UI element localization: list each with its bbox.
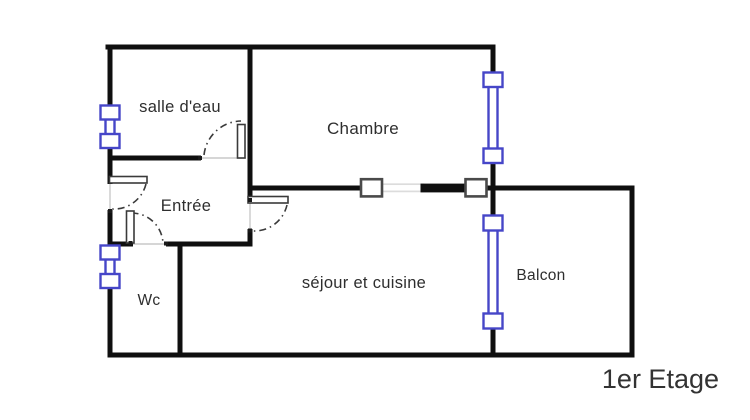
door-leaf-sejour bbox=[247, 195, 289, 204]
hinge-dot bbox=[108, 209, 112, 213]
hinge-dot bbox=[128, 241, 133, 245]
window-end-cap bbox=[482, 312, 504, 330]
window-icon-chambre bbox=[482, 71, 504, 165]
room-label-sejour-cuisine: séjour et cuisine bbox=[302, 274, 426, 292]
window-icon-wc bbox=[99, 244, 121, 290]
door-leaf-salledeau bbox=[236, 123, 246, 159]
door-swing-salledeau bbox=[203, 120, 242, 156]
window-end-cap bbox=[482, 214, 504, 232]
window-end-cap bbox=[482, 71, 504, 89]
door-leaf-entrance bbox=[108, 175, 148, 184]
room-label-entree: Entrée bbox=[161, 197, 211, 215]
room-label-balcon: Balcon bbox=[516, 267, 565, 284]
window-end-cap bbox=[99, 244, 121, 261]
hinge-dots bbox=[108, 156, 252, 246]
hinge-dot bbox=[164, 241, 168, 246]
window-end-cap bbox=[99, 272, 121, 290]
walls bbox=[105, 44, 635, 358]
door-leaf-wc bbox=[125, 210, 135, 244]
sliding-door-glazing bbox=[380, 183, 425, 193]
room-label-chambre: Chambre bbox=[327, 119, 399, 138]
french-window-icon-balcon bbox=[482, 214, 504, 330]
hinge-dot bbox=[198, 156, 202, 160]
window-frame bbox=[487, 222, 499, 322]
window-frame bbox=[487, 78, 499, 158]
window-end-cap bbox=[99, 104, 121, 121]
sliding-door-jamb-left bbox=[359, 177, 384, 198]
doors bbox=[108, 120, 289, 246]
door-swing-entrance bbox=[111, 183, 147, 210]
door-swing-sejour bbox=[253, 204, 288, 232]
room-labels: salle d'eau Chambre Entrée Wc séjour et … bbox=[138, 98, 566, 309]
window-end-cap bbox=[482, 147, 504, 165]
sliding-door-panel bbox=[420, 183, 468, 193]
floor-title: 1er Etage bbox=[602, 364, 719, 394]
windows bbox=[99, 71, 504, 330]
sliding-glazed-door bbox=[359, 177, 488, 198]
window-end-cap bbox=[99, 132, 121, 150]
hinge-dot bbox=[248, 228, 252, 233]
room-label-wc: Wc bbox=[138, 292, 161, 309]
door-swing-wc bbox=[131, 212, 164, 245]
sliding-door-jamb-right bbox=[464, 177, 488, 198]
window-icon-salledeau bbox=[99, 104, 121, 150]
room-label-salle-deau: salle d'eau bbox=[139, 98, 221, 116]
hinge-dot bbox=[248, 198, 252, 202]
